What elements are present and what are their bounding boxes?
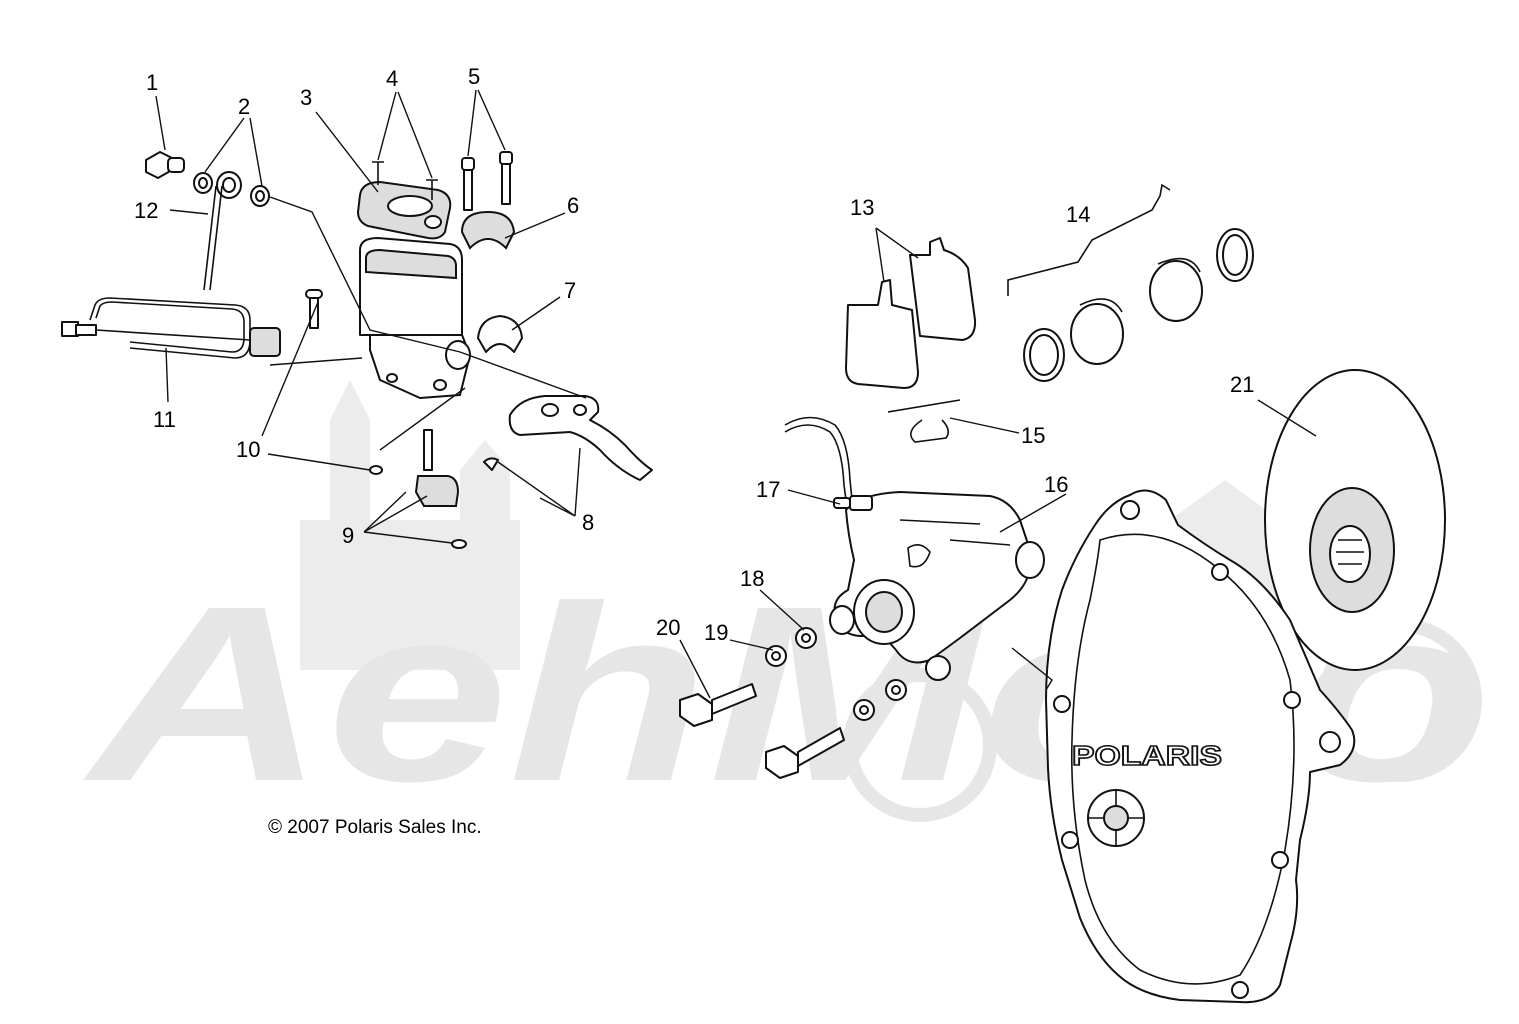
part-master-cylinder-body: [359, 237, 471, 399]
part-13-brake-pads: [845, 237, 977, 389]
callout-6: 6: [567, 193, 579, 218]
watermark-wheel-icon: [843, 668, 997, 822]
part-8-brake-lever: [423, 395, 653, 481]
callout-20: 20: [656, 615, 680, 640]
part-4-cover-screws: [372, 161, 438, 200]
copyright-notice: © 2007 Polaris Sales Inc.: [268, 817, 482, 838]
callout-14: 14: [1066, 202, 1090, 227]
part-11-cable: [61, 297, 281, 359]
part-15-pin-clip: [887, 399, 961, 443]
part-16-brake-caliper: [784, 416, 1045, 681]
part-7-clamp-lower: [477, 315, 523, 353]
callout-13: 13: [850, 195, 874, 220]
leader-lines: [155, 89, 1317, 699]
callout-16: 16: [1044, 472, 1068, 497]
callout-17: 17: [756, 477, 780, 502]
part-21-brake-disc: [1264, 369, 1446, 671]
part-18-washer: [795, 627, 907, 701]
chaincase-cover: POLARIS: [1045, 489, 1356, 1004]
part-5-clamp-bolts: [461, 151, 513, 211]
callout-9: 9: [342, 523, 354, 548]
callout-11: 11: [153, 407, 176, 432]
part-17-bleeder: [833, 495, 873, 511]
callout-4: 4: [386, 66, 398, 91]
part-1-banjo-bolt: [145, 151, 185, 179]
brand-logo: POLARIS: [1072, 740, 1222, 771]
callout-19: 19: [704, 620, 728, 645]
part-12-brake-line: [203, 185, 223, 291]
part-9-lever-block: [414, 475, 467, 549]
callout-7: 7: [564, 278, 576, 303]
callout-8: 8: [582, 510, 594, 535]
callout-2: 2: [238, 94, 250, 119]
callout-21: 21: [1230, 372, 1254, 397]
part-3-reservoir-cover: [356, 180, 452, 240]
part-2-washers: [193, 171, 270, 207]
callout-5: 5: [468, 64, 480, 89]
part-20-caliper-bolt: [679, 683, 845, 779]
callout-labels: 1 2 3 4 5 6 7 8 9 10 11 12 13 14 15 16 1…: [134, 64, 1254, 645]
part-19-lock-washer: [765, 645, 875, 721]
callout-12: 12: [134, 198, 158, 223]
part-14-pistons-seals: [1007, 183, 1254, 382]
part-6-clamp-upper: [460, 210, 516, 250]
callout-10: 10: [236, 437, 260, 462]
callout-15: 15: [1021, 423, 1045, 448]
callout-18: 18: [740, 566, 764, 591]
callout-1: 1: [146, 70, 158, 95]
callout-3: 3: [300, 85, 312, 110]
